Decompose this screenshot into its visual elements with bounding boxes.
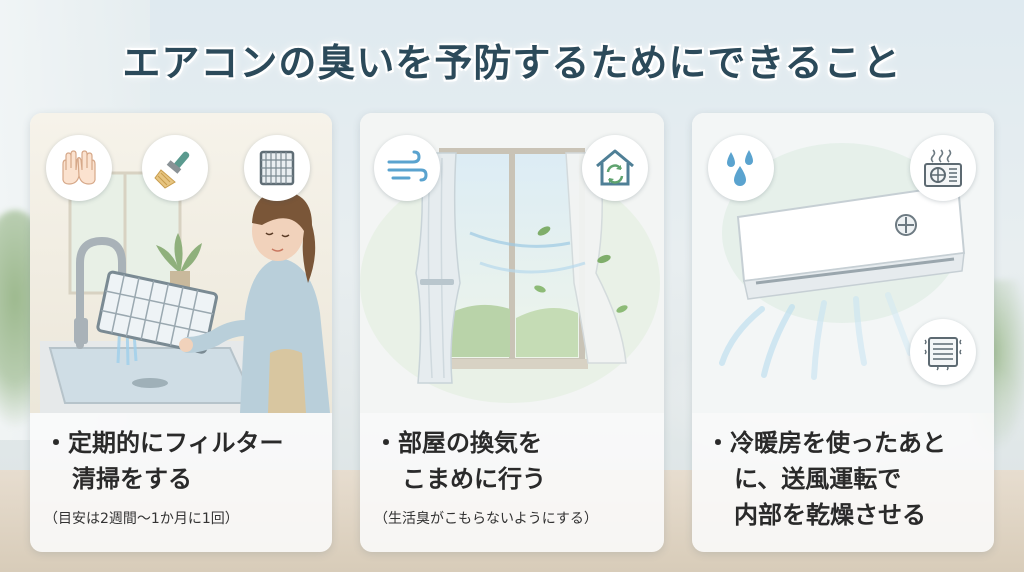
tip-card-ventilation: ・部屋の換気を こまめに行う （生活臭がこもらないようにする） [360,113,664,552]
tip-text-fan-drying: ・冷暖房を使ったあと に、送風運転で 内部を乾燥させる [692,425,994,533]
tip-text-ventilation: ・部屋の換気を こまめに行う （生活臭がこもらないようにする） [360,425,664,531]
tip-main-line-1: ・冷暖房を使ったあと [706,429,946,457]
tip-main-line-2: に、送風運転で [734,465,902,493]
tip-card-filter-cleaning: ・定期的にフィルター 清掃をする （目安は2週間〜1か月に1回） [30,113,332,552]
tip-main-line-1: ・部屋の換気を [374,429,542,457]
cleaning-brush-icon [142,135,208,201]
water-drops-icon [708,135,774,201]
tip-main-line-2: こまめに行う [402,465,546,493]
tip-main-line-1: ・定期的にフィルター [44,429,284,457]
wind-icon [374,135,440,201]
tip-note: （目安は2週間〜1か月に1回） [44,511,239,527]
filter-icon [244,135,310,201]
page-title: エアコンの臭いを予防するためにできること [122,41,902,85]
outdoor-unit-icon [910,135,976,201]
tip-main-line-2: 清掃をする [72,465,192,493]
tip-main-line-3: 内部を乾燥させる [734,501,926,529]
house-ventilation-icon [582,135,648,201]
tip-card-fan-drying: ・冷暖房を使ったあと に、送風運転で 内部を乾燥させる [692,113,994,552]
tip-text-filter-cleaning: ・定期的にフィルター 清掃をする （目安は2週間〜1か月に1回） [30,425,332,531]
drying-coil-icon [910,319,976,385]
tip-note: （生活臭がこもらないようにする） [374,511,598,527]
hands-icon [46,135,112,201]
